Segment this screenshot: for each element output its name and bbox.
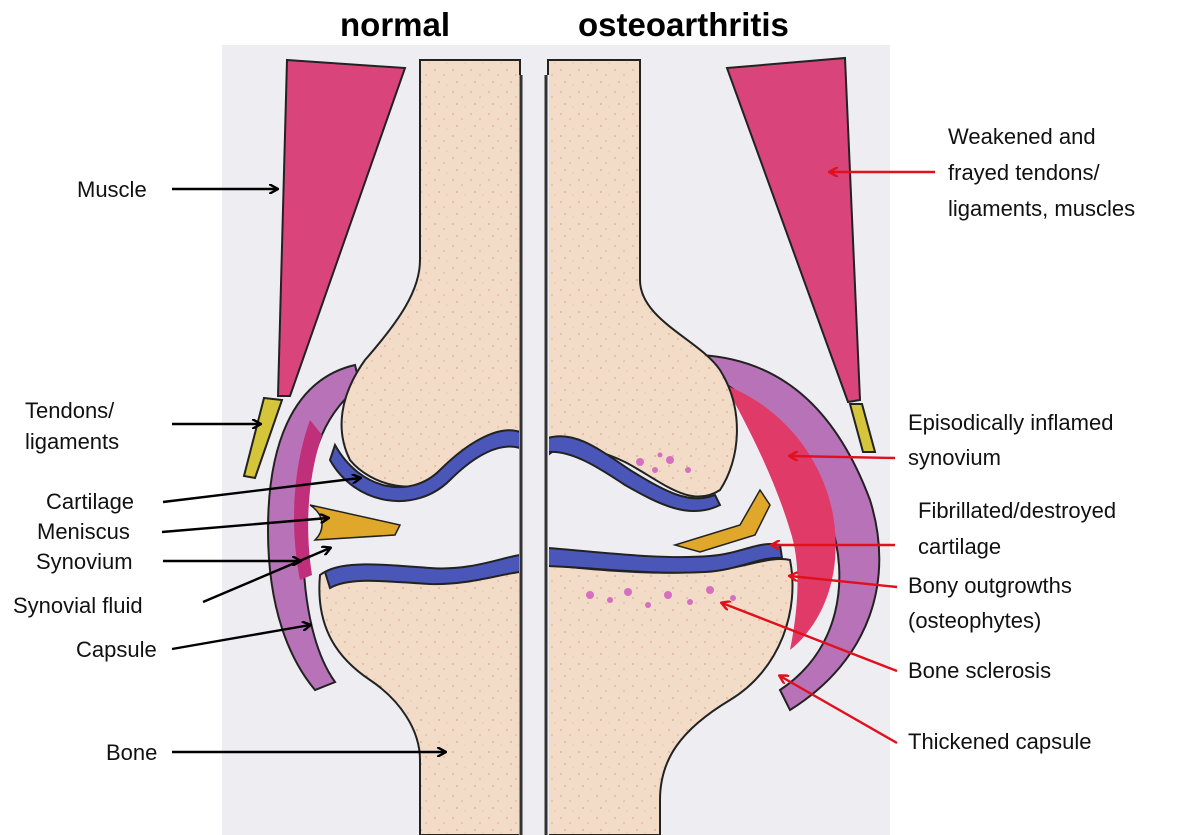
title-osteoarthritis: osteoarthritis	[578, 6, 789, 44]
label-capsule: Capsule	[76, 636, 157, 663]
label-weakened-line3: ligaments, muscles	[948, 195, 1135, 222]
label-meniscus: Meniscus	[37, 518, 130, 545]
label-weakened-line1: Weakened and	[948, 123, 1096, 150]
label-bony-line2: (osteophytes)	[908, 607, 1041, 634]
label-fibrillated-line1: Fibrillated/destroyed	[918, 497, 1116, 524]
label-bone: Bone	[106, 739, 157, 766]
label-synovium: Synovium	[36, 548, 133, 575]
label-inflamed-line2: synovium	[908, 444, 1001, 471]
label-weakened-line2: frayed tendons/	[948, 159, 1100, 186]
label-tendons-line2: ligaments	[25, 428, 119, 455]
label-thickened-capsule: Thickened capsule	[908, 728, 1091, 755]
title-normal: normal	[340, 6, 450, 44]
label-cartilage: Cartilage	[46, 488, 134, 515]
label-tendons-line1: Tendons/	[25, 397, 114, 424]
label-bony-line1: Bony outgrowths	[908, 572, 1072, 599]
label-inflamed-line1: Episodically inflamed	[908, 409, 1113, 436]
label-bone-sclerosis: Bone sclerosis	[908, 657, 1051, 684]
label-fibrillated-line2: cartilage	[918, 533, 1001, 560]
label-synovial-fluid: Synovial fluid	[13, 592, 143, 619]
label-muscle: Muscle	[77, 176, 147, 203]
